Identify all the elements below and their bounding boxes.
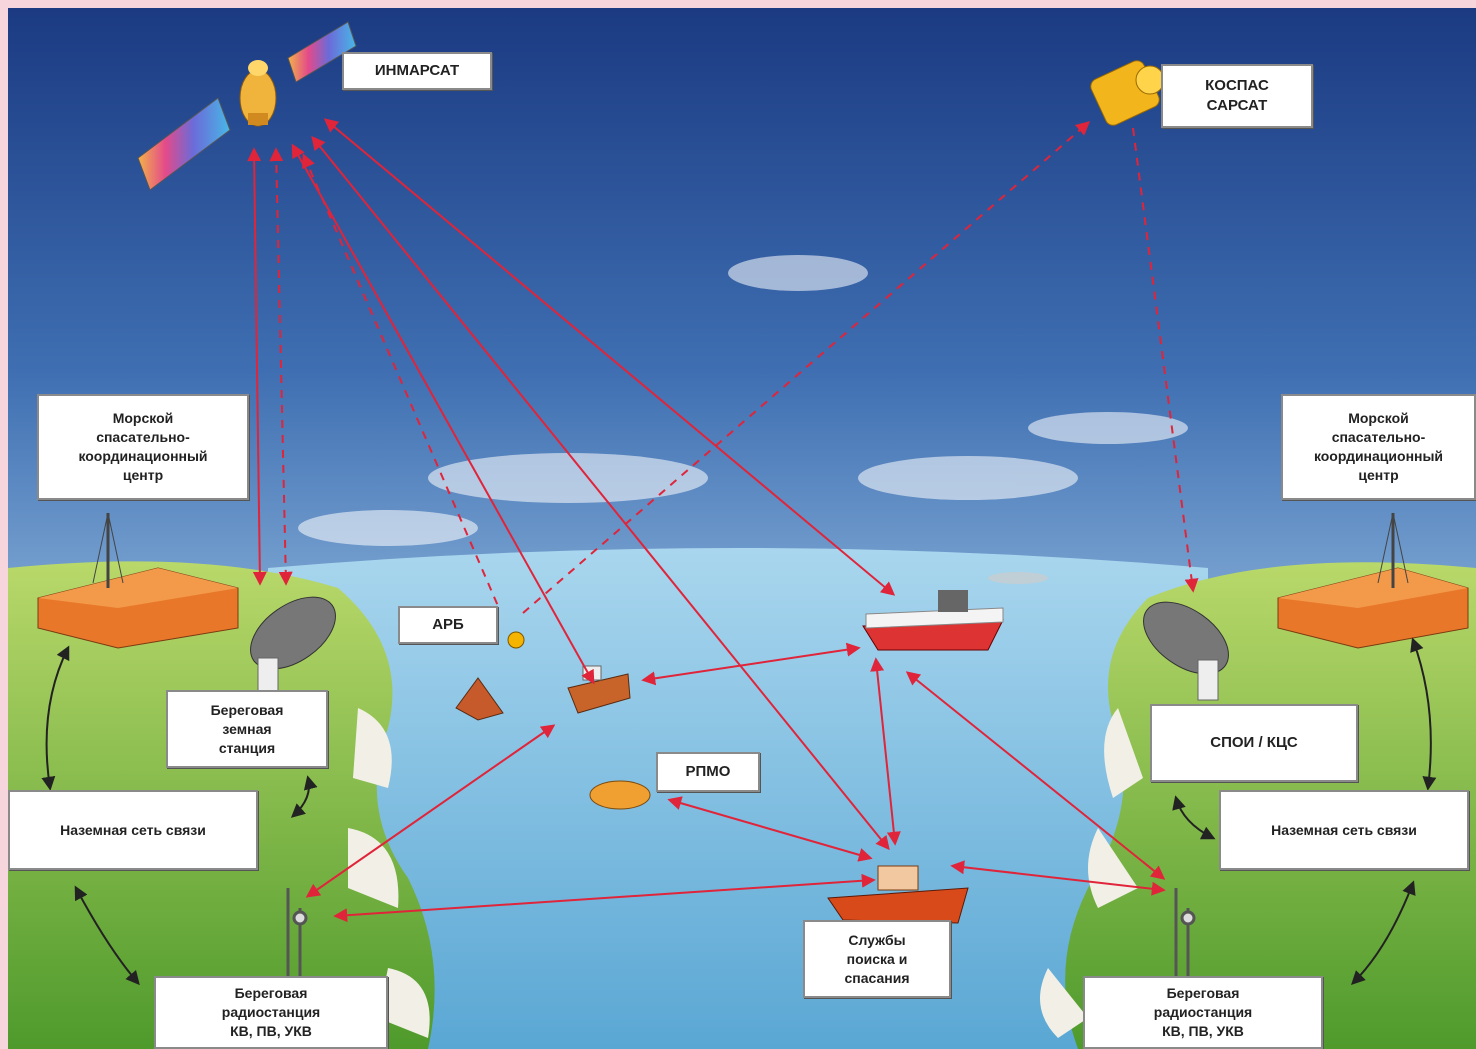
sar-services-label: Службы поиска и спасания	[803, 920, 951, 998]
right-rescue-center-building-icon	[1277, 512, 1469, 649]
right-dish-antenna-icon	[1143, 601, 1229, 701]
liferaft-icon	[589, 780, 651, 810]
inmarsat-satellite-icon	[137, 21, 357, 191]
cospas-sarsat-label: КОСПАС САРСАТ	[1161, 64, 1313, 128]
beacon-links	[269, 121, 1199, 614]
lut-mcc-label: СПОИ / КЦС	[1150, 704, 1358, 782]
right-ground-network-label: Наземная сеть связи	[1219, 790, 1469, 870]
epirb-beacon-icon	[507, 631, 525, 649]
right-coast-radio-label: Береговая радиостанция КВ, ПВ, УКВ	[1083, 976, 1323, 1049]
coast-earth-station-label: Береговая земная станция	[166, 690, 328, 768]
right-rescue-center-label: Морской спасательно- координационный цен…	[1281, 394, 1476, 500]
left-rescue-center-building-icon	[37, 512, 239, 649]
merchant-ship-icon	[862, 572, 1048, 651]
left-rescue-center-label: Морской спасательно- координационный цен…	[37, 394, 249, 500]
left-coast-radio-label: Береговая радиостанция КВ, ПВ, УКВ	[154, 976, 388, 1049]
diagram-artwork	[8, 8, 1476, 1049]
right-radio-mast-icon	[1174, 888, 1196, 978]
sart-label: РПМО	[656, 752, 760, 792]
inmarsat-label: ИНМАРСАТ	[342, 52, 492, 90]
cospas-sarsat-satellite-icon	[1090, 60, 1165, 126]
landline-links	[41, 637, 1437, 986]
radio-links	[247, 118, 1166, 923]
gmdss-diagram: ИНМАРСАТ КОСПАС САРСАТ Морской спасатель…	[8, 8, 1476, 1049]
left-ground-network-label: Наземная сеть связи	[8, 790, 258, 870]
epirb-label: АРБ	[398, 606, 498, 644]
left-radio-mast-icon	[286, 888, 308, 978]
